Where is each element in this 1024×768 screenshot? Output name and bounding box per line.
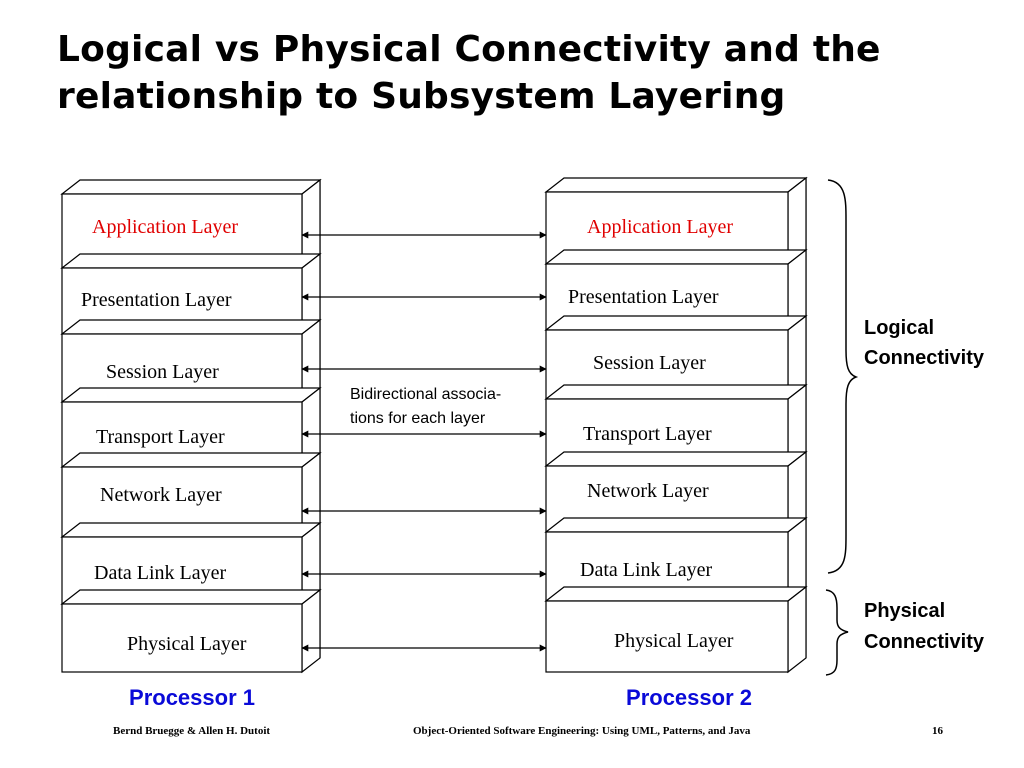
- processor-1-session-layer-top-face: [60, 319, 322, 335]
- processor-2-physical-layer-box: Physical Layer: [544, 585, 808, 674]
- processor-1-physical-layer-box: Physical Layer: [60, 588, 322, 674]
- processor-2-application-layer-label: Application Layer: [587, 216, 733, 238]
- logical-connectivity-brace: [827, 179, 859, 574]
- processor-1-presentation-layer-label: Presentation Layer: [81, 289, 232, 311]
- processor-1-application-layer-top-face: [60, 179, 322, 195]
- processor-2-network-layer-label: Network Layer: [587, 480, 709, 502]
- processor-2-session-layer-label: Session Layer: [593, 352, 706, 374]
- processor-2-application-layer-top-face: [544, 177, 808, 193]
- logical-connectivity-label-line-1: Logical: [864, 317, 934, 339]
- processor-1-data-link-layer-label: Data Link Layer: [94, 562, 226, 584]
- processor-1-application-layer-label: Application Layer: [92, 216, 238, 238]
- processor-2-physical-layer-label: Physical Layer: [614, 630, 734, 652]
- processor-1-data-link-layer-top-face: [60, 522, 322, 538]
- processor-2-data-link-layer-top-face: [544, 517, 808, 533]
- processor-1-physical-layer-top-face: [60, 589, 322, 605]
- physical-connectivity-label-line-2: Connectivity: [864, 631, 985, 653]
- footer-page-number: 16: [932, 725, 944, 737]
- processor-2-network-layer-top-face: [544, 451, 808, 467]
- bidirectional-note-line-1: Bidirectional associa-: [350, 386, 501, 403]
- processor-2-physical-layer-top-face: [544, 586, 808, 602]
- physical-connectivity-brace: [825, 589, 849, 676]
- processor-2-presentation-layer-top-face: [544, 249, 808, 265]
- processor-1-network-layer-top-face: [60, 452, 322, 468]
- processor-2-session-layer-top-face: [544, 315, 808, 331]
- processor-2-label: Processor 2: [626, 685, 752, 710]
- bidirectional-arrows: [301, 231, 547, 652]
- physical-connectivity-label-line-1: Physical: [864, 600, 945, 622]
- processor-2-physical-layer-front-face: [545, 600, 789, 673]
- processor-1-transport-layer-label: Transport Layer: [96, 426, 225, 448]
- footer-book-title: Object-Oriented Software Engineering: Us…: [413, 725, 751, 737]
- processor-1-transport-layer-top-face: [60, 387, 322, 403]
- processor-1-network-layer-label: Network Layer: [100, 484, 222, 506]
- processor-1-presentation-layer-top-face: [60, 253, 322, 269]
- processor-2-data-link-layer-label: Data Link Layer: [580, 559, 712, 581]
- processor-2-transport-layer-label: Transport Layer: [583, 423, 712, 445]
- processor-1-physical-layer-label: Physical Layer: [127, 633, 247, 655]
- processor-2-presentation-layer-label: Presentation Layer: [568, 286, 719, 308]
- bidirectional-note-line-2: tions for each layer: [350, 410, 486, 427]
- processor-1-physical-layer-front-face: [61, 603, 303, 673]
- processor-1-physical-layer-side-face: [301, 588, 321, 674]
- processor-2-physical-layer-side-face: [787, 585, 807, 674]
- processor-1-label: Processor 1: [129, 685, 255, 710]
- processor-1-session-layer-label: Session Layer: [106, 361, 219, 383]
- logical-connectivity-label-line-2: Connectivity: [864, 347, 985, 369]
- processor-2-transport-layer-top-face: [544, 384, 808, 400]
- footer-authors: Bernd Bruegge & Allen H. Dutoit: [113, 725, 270, 737]
- slide-title: Logical vs Physical Connectivity and the…: [57, 29, 881, 117]
